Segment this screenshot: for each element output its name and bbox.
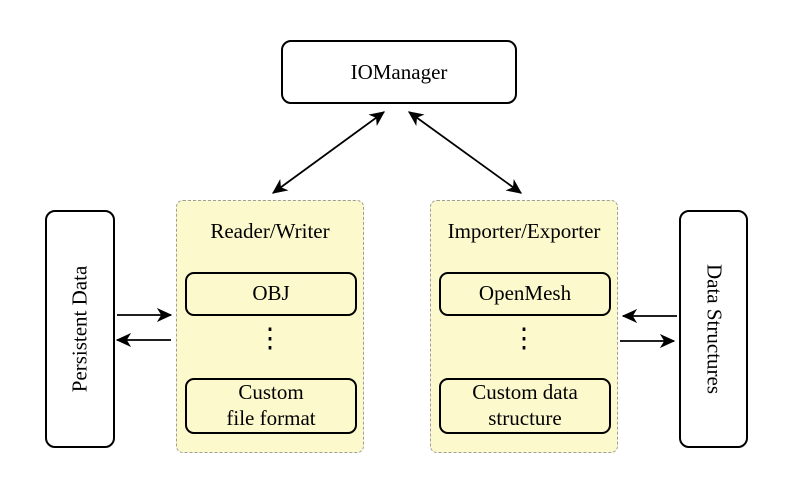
node-obj: OBJ: [185, 272, 357, 316]
importer-exporter-label: Importer/Exporter: [447, 219, 601, 243]
group-reader-writer: Reader/Writer OBJ ⋮ Custom file format: [176, 200, 364, 453]
obj-label: OBJ: [252, 281, 290, 306]
custom-data-structure-line1: Custom data: [472, 380, 578, 405]
importer-exporter-ellipsis-icon: ⋮: [510, 323, 538, 353]
node-iomanager: IOManager: [281, 40, 517, 104]
iomanager-label: IOManager: [350, 59, 448, 84]
openmesh-label: OpenMesh: [478, 281, 572, 306]
node-data-structures: Data Structures: [679, 210, 748, 448]
node-custom-data-structure: Custom data structure: [439, 378, 611, 434]
custom-file-format-line2: file format: [226, 406, 316, 430]
arrow-iomanager-readerwriter: [272, 111, 385, 194]
node-openmesh: OpenMesh: [439, 272, 611, 316]
custom-file-format-line1: Custom: [238, 380, 304, 405]
arrow-iomanager-importerexporter: [408, 111, 522, 194]
persistent-data-label: Persistent Data: [67, 265, 92, 393]
node-persistent-data: Persistent Data: [45, 210, 115, 448]
custom-data-structure-line2: structure: [488, 406, 562, 430]
node-custom-file-format: Custom file format: [185, 378, 357, 434]
reader-writer-label: Reader/Writer: [210, 219, 330, 243]
data-structures-label: Data Structures: [702, 263, 726, 395]
reader-writer-ellipsis-icon: ⋮: [256, 323, 284, 353]
group-importer-exporter: Importer/Exporter OpenMesh ⋮ Custom data…: [430, 200, 618, 453]
